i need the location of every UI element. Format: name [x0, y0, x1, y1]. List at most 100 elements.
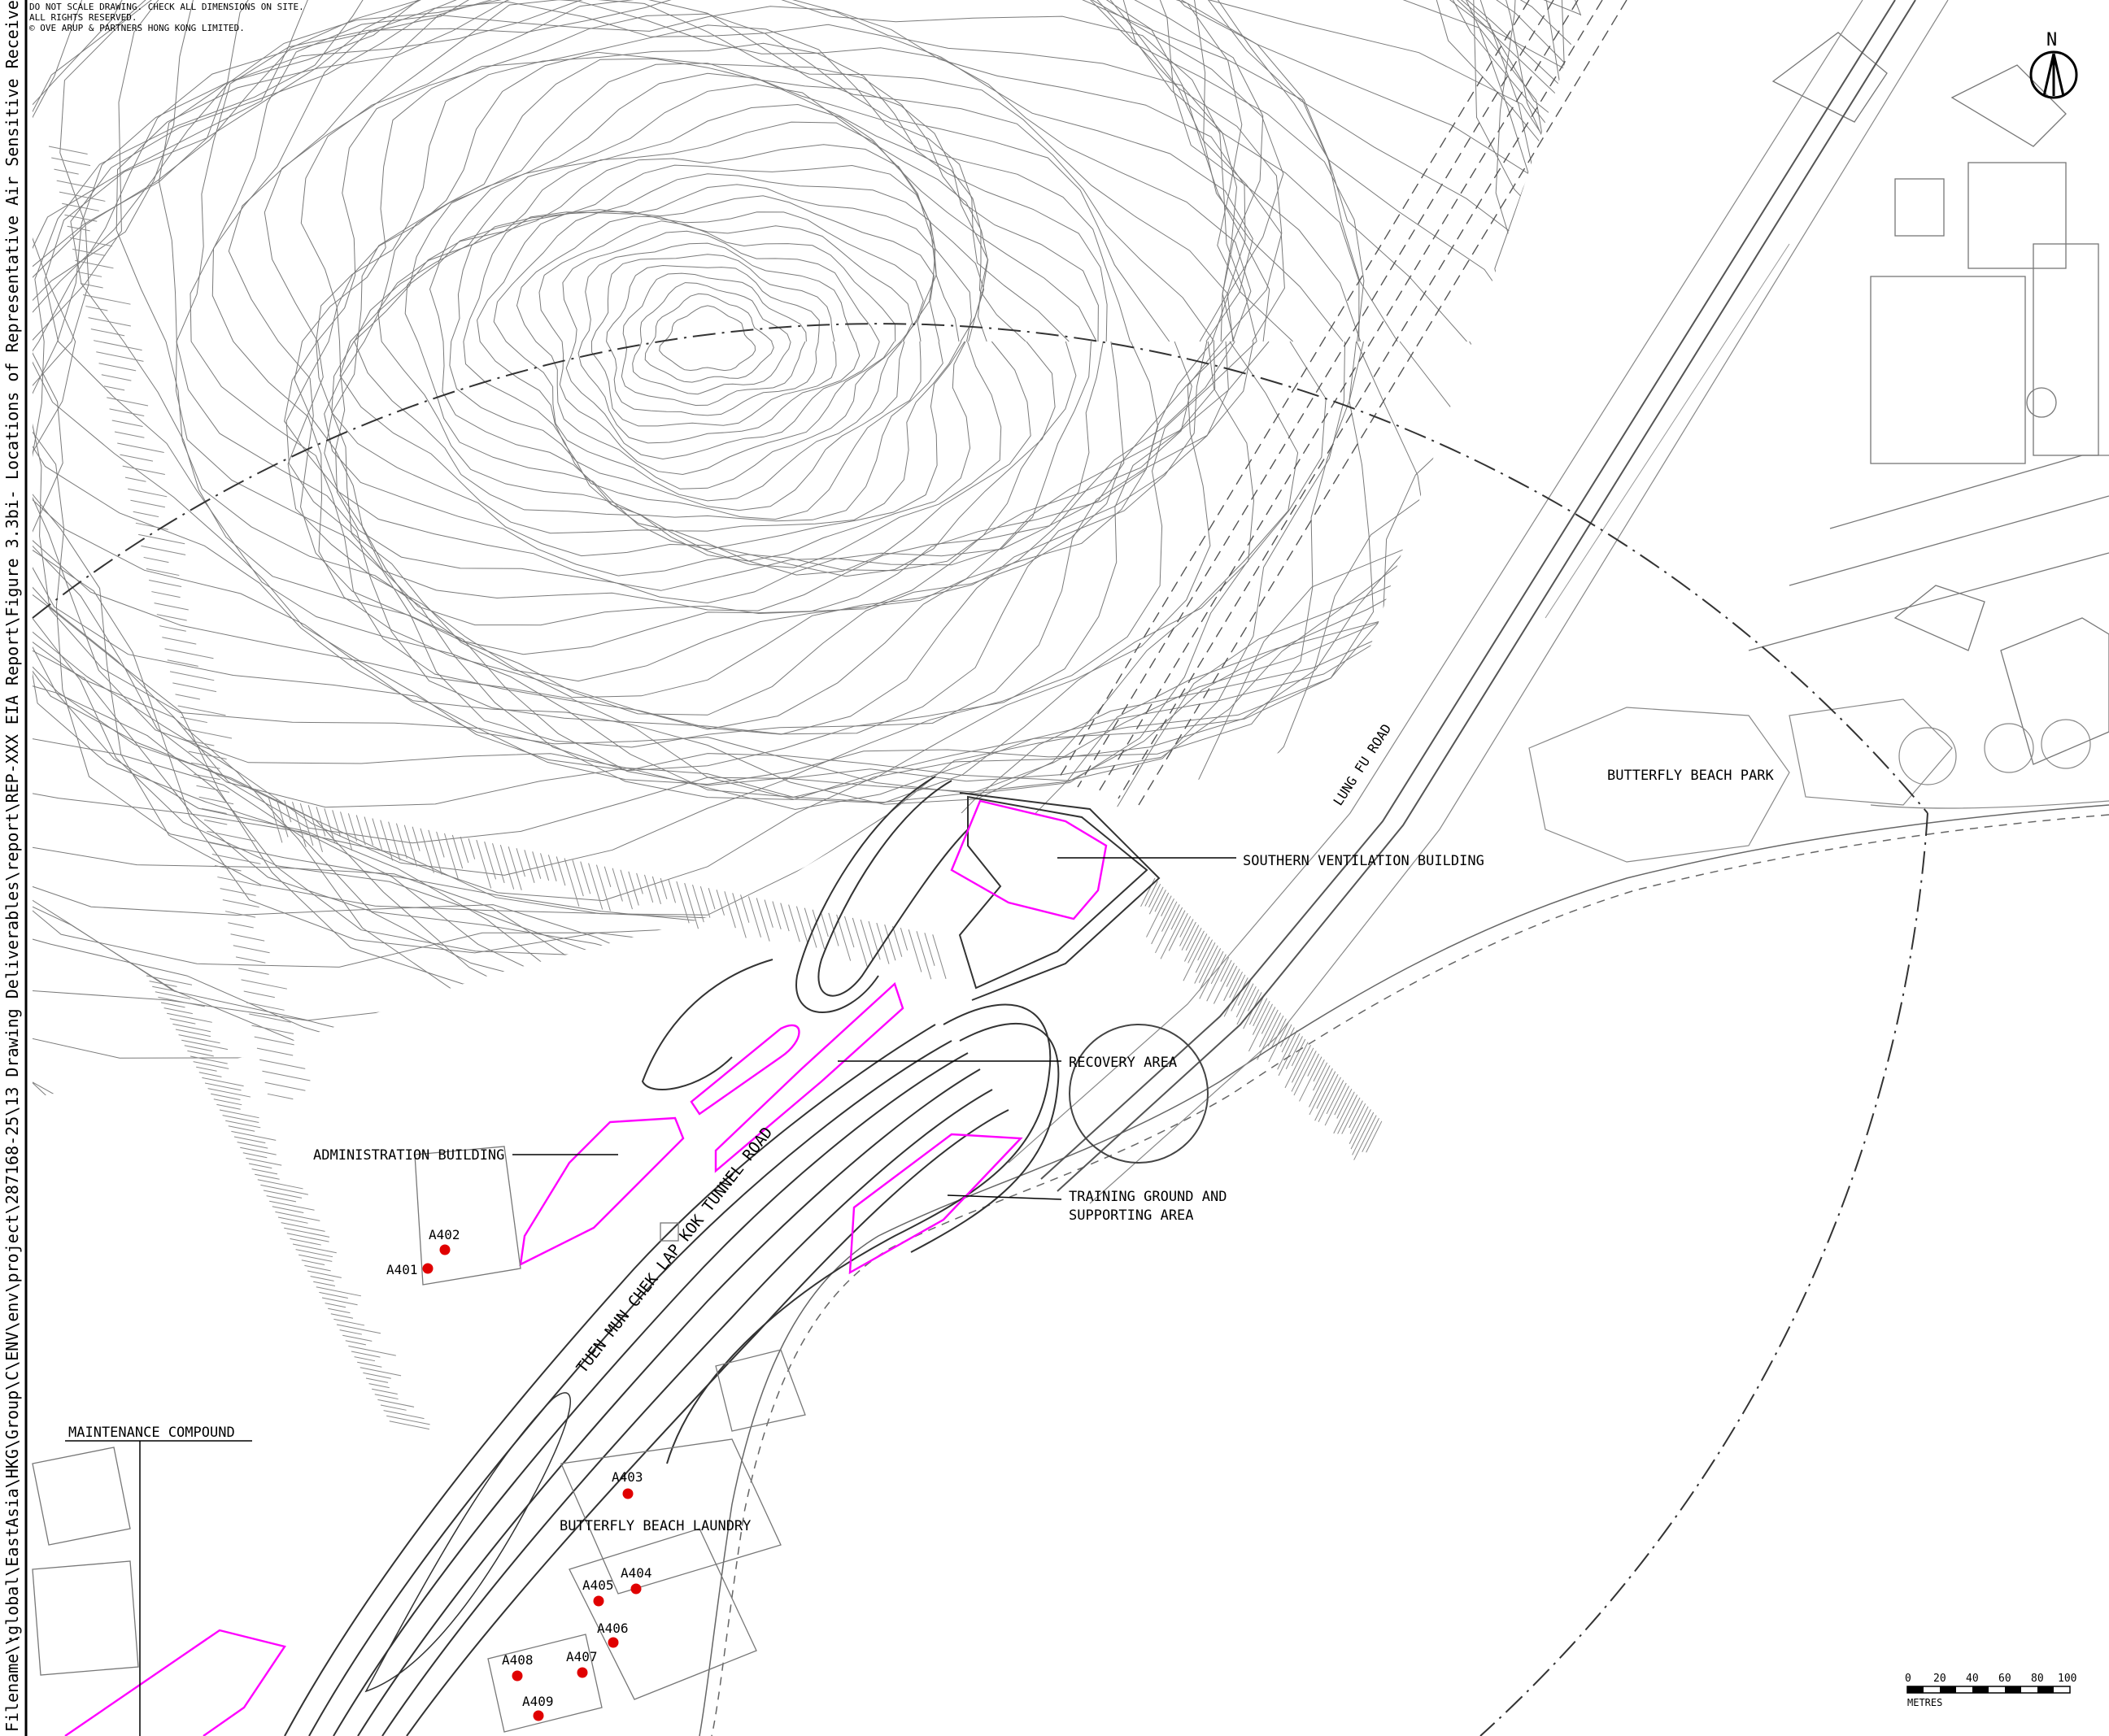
hatch-line: [772, 901, 782, 930]
hatch-line: [228, 1125, 255, 1132]
hatch-line: [155, 991, 191, 999]
hatch-line: [216, 1103, 241, 1110]
hatch-line: [1316, 1071, 1336, 1109]
hatch-line: [764, 899, 773, 928]
hatch-line: [380, 1404, 407, 1411]
hatch-line: [235, 956, 266, 964]
hatch-line: [196, 1066, 217, 1072]
receiver-a407[interactable]: A407: [566, 1649, 598, 1678]
hatch-line: [185, 739, 215, 746]
receiver-a404[interactable]: A404: [621, 1565, 652, 1595]
hill-contours: [33, 0, 1586, 1098]
contour-line: [33, 0, 1566, 1039]
contour-line: [477, 195, 935, 511]
hatch-line: [1161, 895, 1172, 916]
receiver-label: A406: [597, 1621, 629, 1636]
contour-line: [33, 0, 1345, 781]
hatch-line: [267, 1093, 294, 1100]
hatch-line: [1231, 977, 1248, 1012]
hatch-line: [1194, 942, 1216, 984]
north-arrow-circle-icon: [2029, 50, 2078, 99]
hatch-line: [1160, 910, 1186, 959]
contour-line: [429, 164, 962, 532]
assessment-boundary-arc-lower: [1479, 812, 1928, 1736]
receiver-marker-icon: [630, 1583, 642, 1595]
hatch-line: [1291, 1047, 1314, 1092]
hatch-line: [62, 202, 99, 211]
hatch-line: [1352, 1112, 1375, 1155]
contour-line: [294, 24, 1159, 626]
hatch-line: [133, 511, 159, 518]
hatch-line: [372, 818, 383, 852]
hatch-line: [159, 625, 186, 632]
receiver-a406[interactable]: A406: [597, 1621, 629, 1648]
note-line-2: ALL RIGHTS RESERVED.: [29, 12, 137, 23]
hatch-line: [1199, 951, 1224, 999]
receiver-marker-icon: [439, 1244, 451, 1255]
hatch-line: [193, 1061, 229, 1069]
hatch-line: [556, 856, 566, 886]
hatch-line: [241, 979, 287, 990]
hatch-line: [243, 990, 275, 999]
hatch-line: [207, 830, 256, 842]
receiver-a401[interactable]: A401: [386, 1262, 434, 1277]
label-training-line1: TRAINING GROUND AND: [1069, 1189, 1227, 1205]
hatch-line: [476, 839, 492, 889]
hatch-line: [184, 1045, 212, 1052]
hatch-line: [67, 225, 90, 232]
lung-fu-road: [1008, 0, 1949, 1204]
hatch-line: [75, 259, 114, 269]
hatch-line: [201, 807, 227, 814]
hatch-line: [364, 816, 374, 846]
contour-line: [606, 264, 820, 416]
receiver-marker-icon: [422, 1263, 434, 1274]
hatch-line: [740, 894, 750, 923]
receiver-a408[interactable]: A408: [502, 1652, 534, 1682]
hatch-line: [1350, 1109, 1371, 1150]
hatch-line: [383, 1410, 425, 1420]
contour-line: [316, 42, 1125, 611]
hatch-line: [316, 807, 326, 837]
hatch-line: [916, 931, 932, 980]
hatch-line: [339, 1329, 362, 1335]
hatch-line: [1279, 1024, 1292, 1047]
scale-bar: 0 20 40 60 80 100 METRES: [1905, 1673, 2076, 1708]
hatch-line: [1183, 933, 1208, 981]
contour-line: [516, 215, 913, 489]
contour-line: [659, 305, 756, 372]
hatch-line: [1284, 1042, 1309, 1089]
hatch-line: [342, 1334, 373, 1342]
hatch-line: [747, 896, 761, 938]
hatch-line: [1293, 1051, 1317, 1096]
hatch-line: [1146, 892, 1170, 938]
hatch-line: [219, 1109, 259, 1119]
hatch-line: [368, 1383, 390, 1389]
hatch-line: [412, 826, 420, 851]
access-road: [641, 776, 1161, 1090]
hatch-line: [292, 1243, 337, 1254]
receiver-label: A401: [386, 1262, 418, 1277]
hatch-line: [444, 833, 459, 879]
hatch-line: [143, 556, 169, 563]
hatch-line: [359, 1367, 402, 1377]
receiver-a409[interactable]: A409: [522, 1694, 554, 1721]
hatch-line: [1313, 1059, 1325, 1082]
receiver-a403[interactable]: A403: [612, 1469, 643, 1499]
hatch-line: [1285, 1036, 1303, 1069]
hatch-line: [257, 1179, 303, 1190]
contour-line: [621, 272, 807, 407]
hatch-line: [117, 442, 164, 454]
receiver-a405[interactable]: A405: [582, 1577, 614, 1607]
hatch-line: [259, 1059, 306, 1069]
hatch-line: [169, 1018, 196, 1025]
contour-line: [285, 0, 1216, 682]
hatch-line: [124, 476, 146, 482]
hatch-line: [1267, 1015, 1284, 1046]
contour-line: [158, 0, 1257, 748]
hatch-line: [420, 828, 434, 873]
hatch-line: [1247, 989, 1260, 1012]
admin-spur-boundary: [690, 1024, 800, 1116]
receiver-a402[interactable]: A402: [429, 1227, 460, 1255]
north-arrow-icon: [2042, 53, 2065, 97]
receiver-marker-icon: [512, 1670, 523, 1682]
